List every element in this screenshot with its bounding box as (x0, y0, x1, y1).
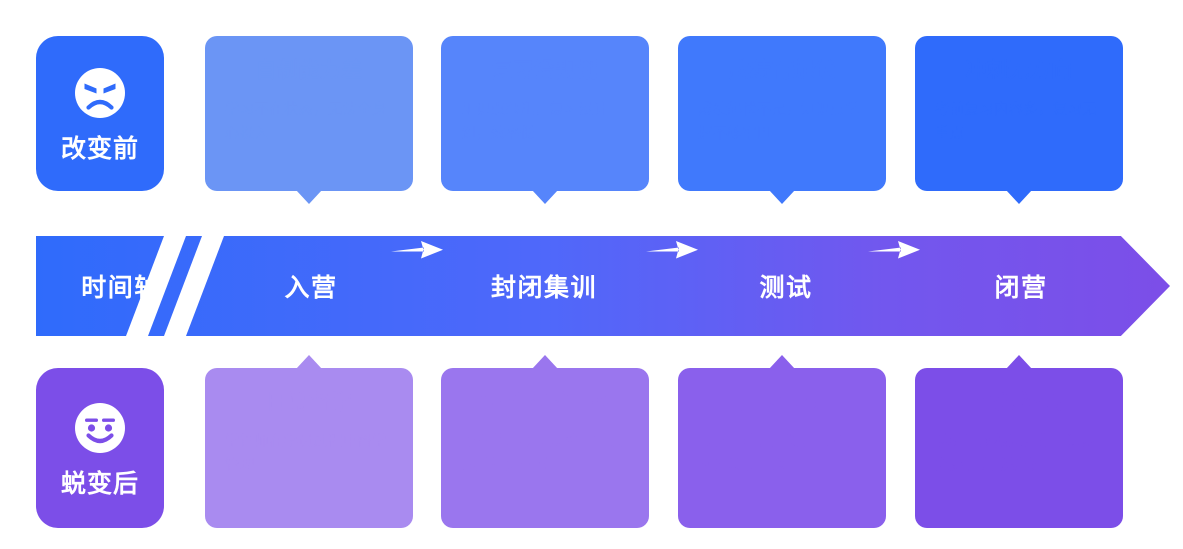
before-card-1-title: 自制能力差 (255, 59, 363, 82)
timeline-stage-2[interactable]: 封闭集训 (490, 274, 597, 302)
before-card-2-title: 复习没规划 (491, 59, 599, 82)
timeline-stage-4[interactable]: 闭营 (994, 274, 1048, 302)
after-card-1-desc: 学管师在学员过程中督学管理 (225, 434, 387, 474)
before-card-4[interactable]: 冲刺无方向 考前复习内容多，复习无重点 (915, 36, 1123, 204)
timeline-items: 时间轴 入营 封闭集训 测试 闭营 (36, 236, 1170, 336)
arrow-right-icon-2 (646, 236, 716, 336)
angry-face-icon (72, 65, 128, 121)
after-card-3-title: 追踪反馈 (739, 391, 825, 414)
before-card-2[interactable]: 复习没规划 知识点杂乱，复习没计划，效率低 (441, 36, 649, 204)
timeline-stage-1[interactable]: 入营 (284, 274, 338, 302)
after-card-2-desc: 跨章节、按专题整理知识形成框架体系 (461, 434, 623, 474)
before-label-block: 改变前 (36, 36, 164, 191)
happy-face-icon (72, 400, 128, 456)
before-card-2-desc: 知识点杂乱，复习没计划，效率低 (461, 102, 608, 142)
after-card-3[interactable]: 追踪反馈 根据日清、周测、月考、季评发现问题 (678, 355, 886, 528)
after-card-4-title: 查漏补缺 (976, 391, 1062, 414)
after-label-text: 蜕变后 (60, 469, 139, 498)
before-label-text: 改变前 (60, 135, 139, 163)
before-card-1[interactable]: 自制能力差 学习不在状态，无法全身心投入 (205, 36, 413, 204)
timeline-arrow-shape (36, 236, 1170, 336)
after-card-4[interactable]: 查漏补缺 总结问题根源，指出进步之处，完成蜕变 (915, 355, 1123, 528)
double-slash-divider (126, 236, 224, 336)
before-card-3[interactable]: 成绩有起伏 成绩起伏不定，知识点掌握不够牢固 (678, 36, 886, 204)
before-card-4-title: 冲刺无方向 (965, 59, 1073, 82)
after-card-2-title: 备考科学有序 (480, 391, 610, 414)
after-card-1[interactable]: 日常督学 学管师在学员过程中督学管理 (205, 355, 413, 528)
before-card-3-desc: 成绩起伏不定，知识点掌握不够牢固 (698, 102, 860, 142)
timeline-bar: 时间轴 入营 封闭集训 测试 闭营 (36, 236, 1170, 336)
after-label-block: 蜕变后 (36, 368, 164, 528)
after-card-3-desc: 根据日清、周测、月考、季评发现问题 (698, 434, 860, 474)
before-card-1-desc: 学习不在状态，无法全身心投入 (225, 102, 387, 142)
arrow-right-icon-3 (868, 236, 938, 336)
after-card-4-desc: 总结问题根源，指出进步之处，完成蜕变 (935, 434, 1097, 474)
after-card-1-title: 日常督学 (266, 391, 352, 414)
arrow-right-icon-1 (391, 236, 461, 336)
after-card-2[interactable]: 备考科学有序 跨章节、按专题整理知识形成框架体系 (441, 355, 649, 528)
timeline-label: 时间轴 (81, 274, 161, 302)
timeline-stage-3[interactable]: 测试 (759, 274, 813, 302)
before-card-4-desc: 考前复习内容多，复习无重点 (935, 102, 1097, 142)
before-card-3-title: 成绩有起伏 (728, 59, 836, 82)
